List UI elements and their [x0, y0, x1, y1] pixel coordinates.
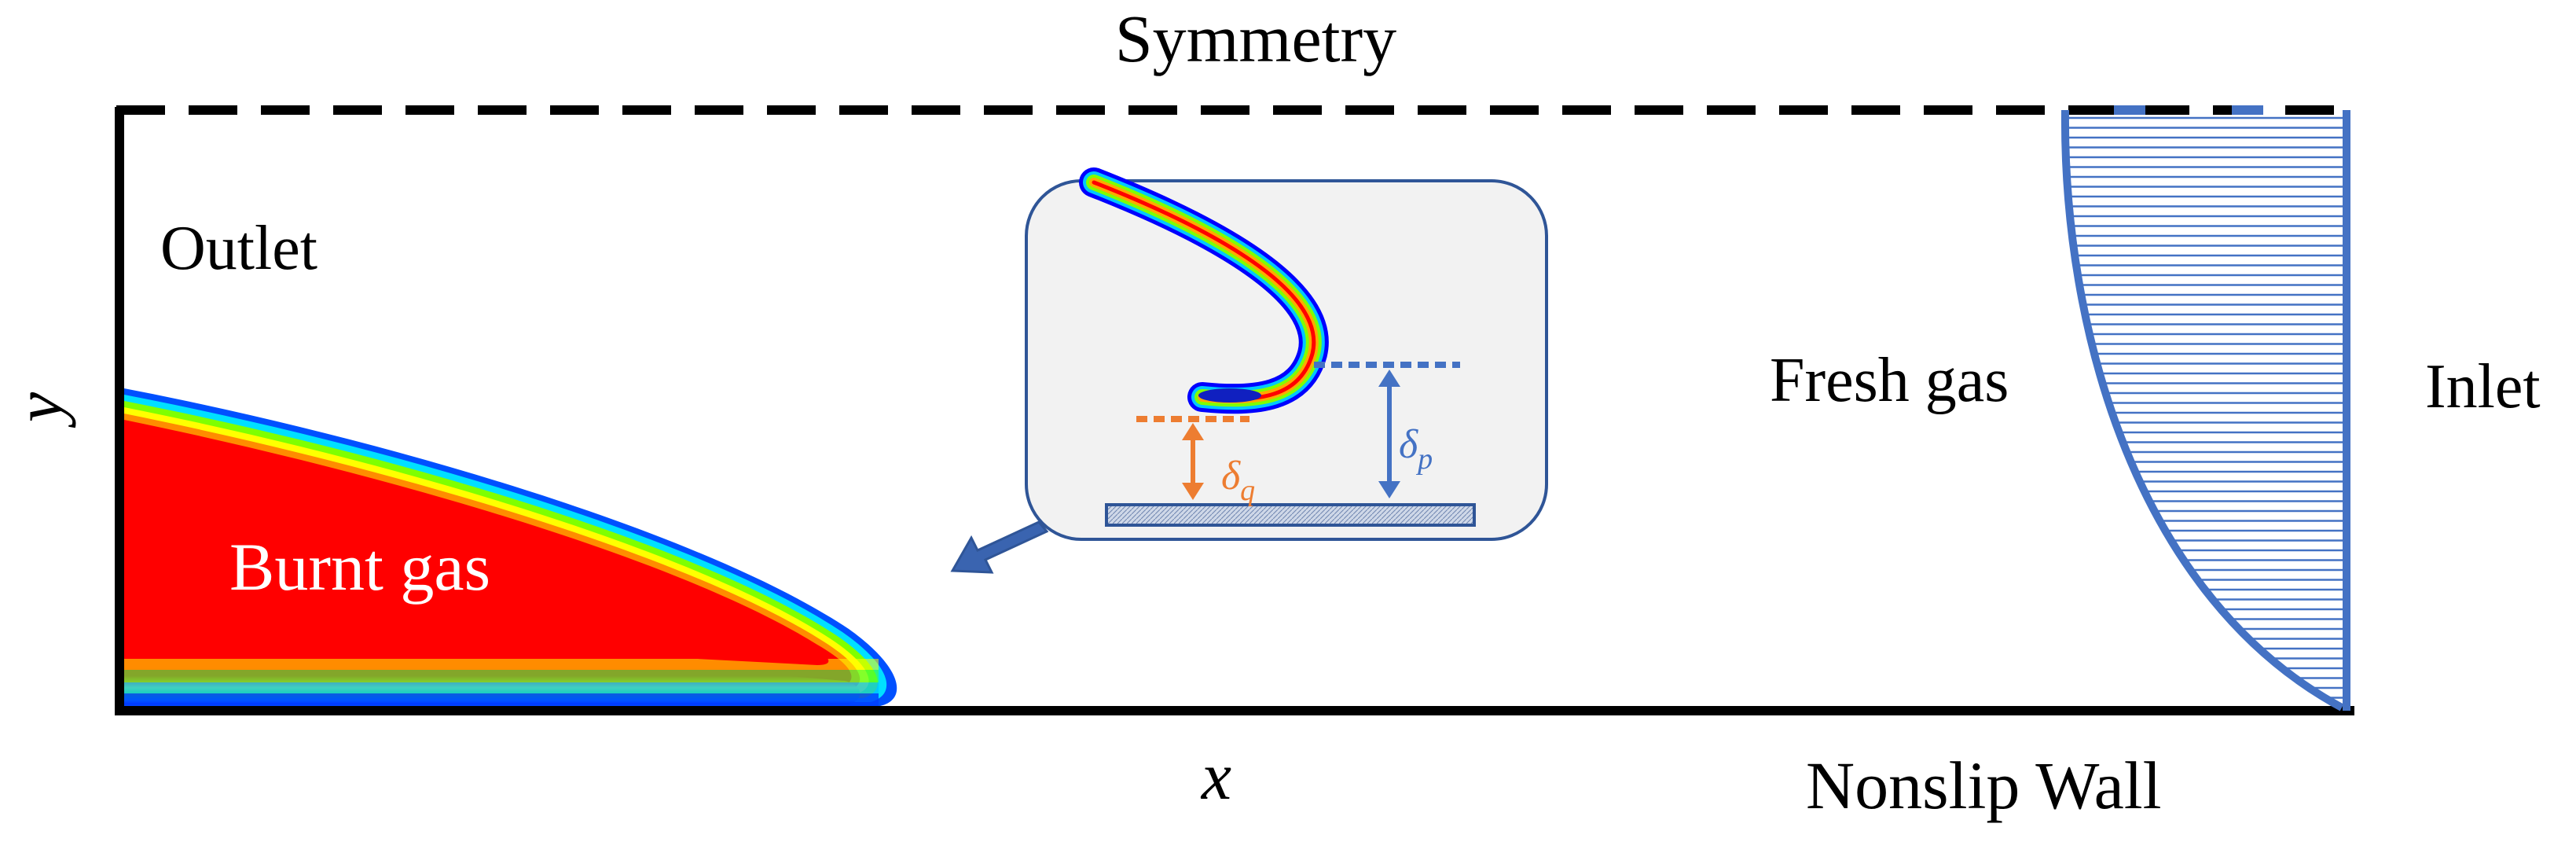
- inset-pointer-arrow: [950, 520, 1049, 574]
- inset-flame: [1079, 167, 1329, 414]
- penetration-distance-label: δp: [1399, 422, 1433, 476]
- nonslip-wall-label: Nonslip Wall: [1806, 748, 2162, 823]
- fresh-gas-label: Fresh gas: [1770, 346, 2009, 415]
- burnt-gas-label: Burnt gas: [229, 529, 490, 605]
- inset-wall: [1105, 503, 1476, 527]
- outlet-label: Outlet: [160, 214, 317, 283]
- inset-panel: δq δp: [1025, 167, 1548, 541]
- symmetry-label: Symmetry: [1115, 1, 1396, 76]
- y-axis-label: y: [1, 392, 76, 428]
- x-axis-label: x: [1200, 738, 1231, 814]
- burnt-gas-region: [124, 388, 897, 706]
- inlet-label: Inlet: [2425, 352, 2541, 421]
- inlet-velocity-profile: [2060, 105, 2345, 711]
- quenching-distance-label: δq: [1221, 454, 1255, 507]
